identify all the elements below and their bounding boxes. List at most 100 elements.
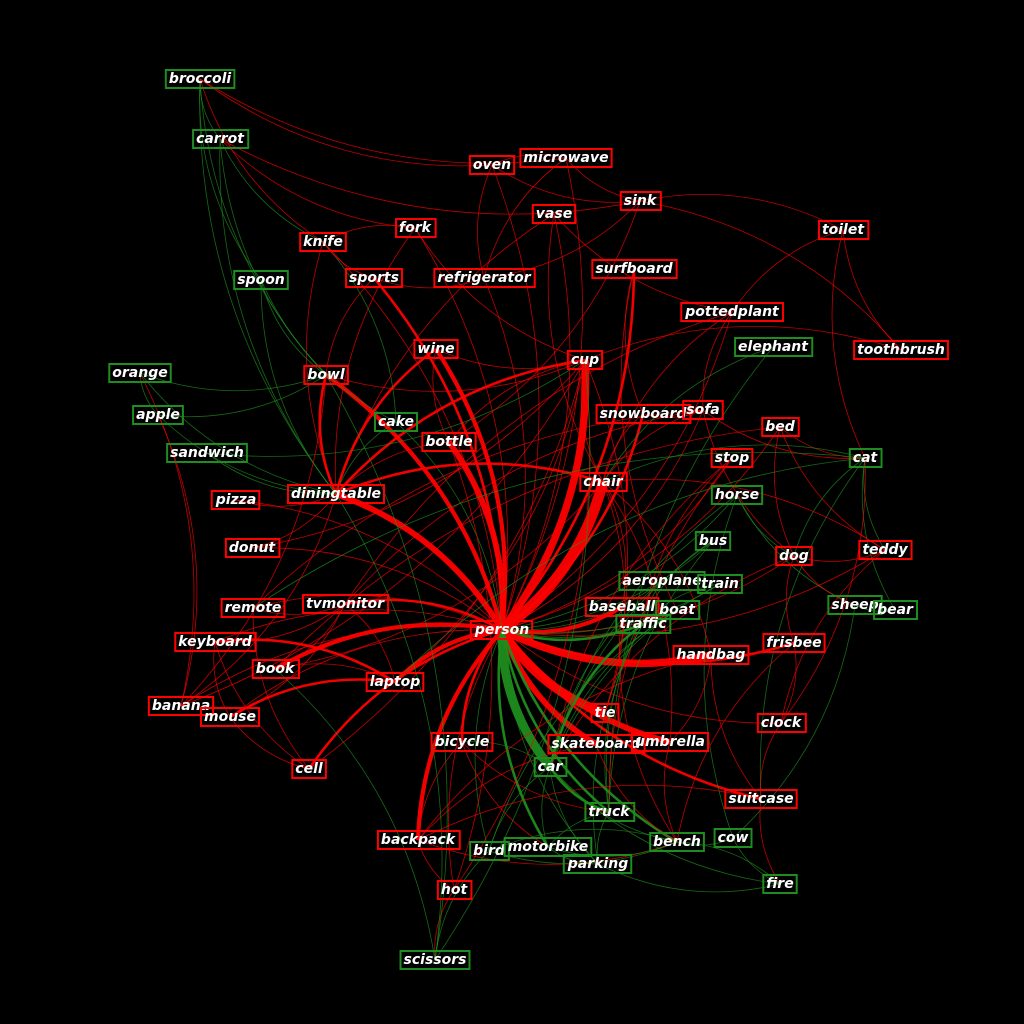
edge-fire-bench [676,841,781,885]
edge-cell-cup [308,359,586,770]
node-box-sofa [682,400,724,420]
edge-toilet-sink [639,194,844,231]
edge-knife-diningtable [305,241,337,495]
node-box-sink [619,191,662,211]
node-label-chair: chair [583,474,624,490]
node-box-bicycle [430,732,494,752]
node-bed: bed [761,417,800,437]
node-bicycle: bicycle [430,732,494,752]
node-label-bottle: bottle [425,434,472,450]
node-box-boat [655,600,701,620]
edge-traffic-truck [604,623,644,813]
node-train: train [697,574,743,594]
node-label-tvmonitor: tvmonitor [306,596,385,612]
edge-teddy-clock [780,549,886,724]
node-label-bear: bear [877,602,914,618]
node-box-bench [649,832,705,852]
node-box-backpack [376,830,461,850]
node-parking: parking [562,854,633,874]
node-label-cat: cat [853,450,879,466]
node-skateboard: skateboard [547,734,646,754]
node-box-tie [590,703,620,723]
edge-hot-bottle [448,441,493,891]
edge-microwave-refrigerator [483,157,567,279]
node-label-frisbee: frisbee [766,635,821,651]
node-box-dog [775,546,813,566]
edge-stop-truck [608,457,733,813]
node-box-frisbee [762,633,826,653]
node-label-microwave: microwave [523,150,608,166]
node-box-broccoli [164,69,236,89]
edge-bench-cow [676,837,734,846]
edge-person-traffic [501,622,644,642]
node-label-laptop: laptop [370,674,421,690]
node-box-bowl [303,365,349,385]
node-label-carrot: carrot [196,131,245,147]
node-box-bear [873,600,919,620]
edge-dog-sheep [793,555,856,606]
node-box-mouse [199,707,261,727]
edge-person-pottedplant [501,311,733,631]
node-label-hot: hot [441,882,469,898]
node-box-clock [756,713,807,733]
node-label-motorbike: motorbike [508,839,589,855]
edge-umbrella-handbag [669,654,712,743]
node-box-sheep [827,595,883,615]
edge-toilet-toothbrush [842,229,902,351]
node-backpack: backpack [376,830,461,850]
edge-car-truck [548,766,610,814]
node-box-motorbike [503,837,593,857]
node-label-umbrella: umbrella [635,734,705,750]
node-label-pottedplant: pottedplant [684,304,780,320]
edge-scissors-cup [434,359,591,961]
node-fire: fire [762,874,798,894]
node-apple: apple [132,405,184,425]
node-box-pizza [210,490,261,510]
edge-clock-cat [780,457,866,724]
node-box-keyboard [174,632,257,652]
edge-person-bowl [324,373,505,631]
edge-elephant-chair [602,346,774,483]
edge-dog-car [549,555,795,768]
edge-scissors-book [274,668,436,961]
node-elephant: elephant [734,337,814,357]
node-box-suitcase [724,789,798,809]
edge-sports-refrigerator [373,277,485,289]
edge-sofa-dog [702,409,795,557]
edge-motorbike-parking [547,846,599,865]
edge-baseball-bench [619,606,678,843]
node-refrigerator: refrigerator [433,268,536,288]
node-pizza: pizza [210,490,261,510]
edge-toilet-cat [831,229,866,459]
node-box-toothbrush [853,340,949,360]
edge-apple-bowl [157,374,327,418]
edge-microwave-oven [491,154,567,166]
node-label-scissors: scissors [404,952,467,968]
edge-cat-laptop [394,457,866,683]
node-sofa: sofa [682,400,724,420]
node-box-toilet [817,220,870,240]
node-umbrella: umbrella [630,732,710,752]
edge-keyboard-mouse [213,641,231,718]
node-label-wine: wine [417,341,454,357]
edge-carrot-fork [219,138,416,229]
edge-bed-cat [779,426,866,459]
edge-mouse-cell [229,716,310,770]
node-clock: clock [756,713,807,733]
edge-orange-apple [139,372,159,416]
node-label-bird: bird [473,843,506,859]
edge-bed-dog [773,426,795,557]
edge-hot-scissors [434,889,455,961]
node-box-refrigerator [433,268,536,288]
node-box-microwave [519,148,613,168]
node-toothbrush: toothbrush [853,340,949,360]
node-label-backpack: backpack [381,832,457,848]
node-box-skateboard [547,734,646,754]
node-box-diningtable [286,484,386,504]
node-traffic: traffic [615,614,672,634]
node-box-spoon [233,270,289,290]
node-donut: donut [224,538,281,558]
edge-person-diningtable [335,491,505,632]
node-label-toothbrush: toothbrush [857,342,945,358]
node-aeroplane: aeroplane [618,571,706,591]
